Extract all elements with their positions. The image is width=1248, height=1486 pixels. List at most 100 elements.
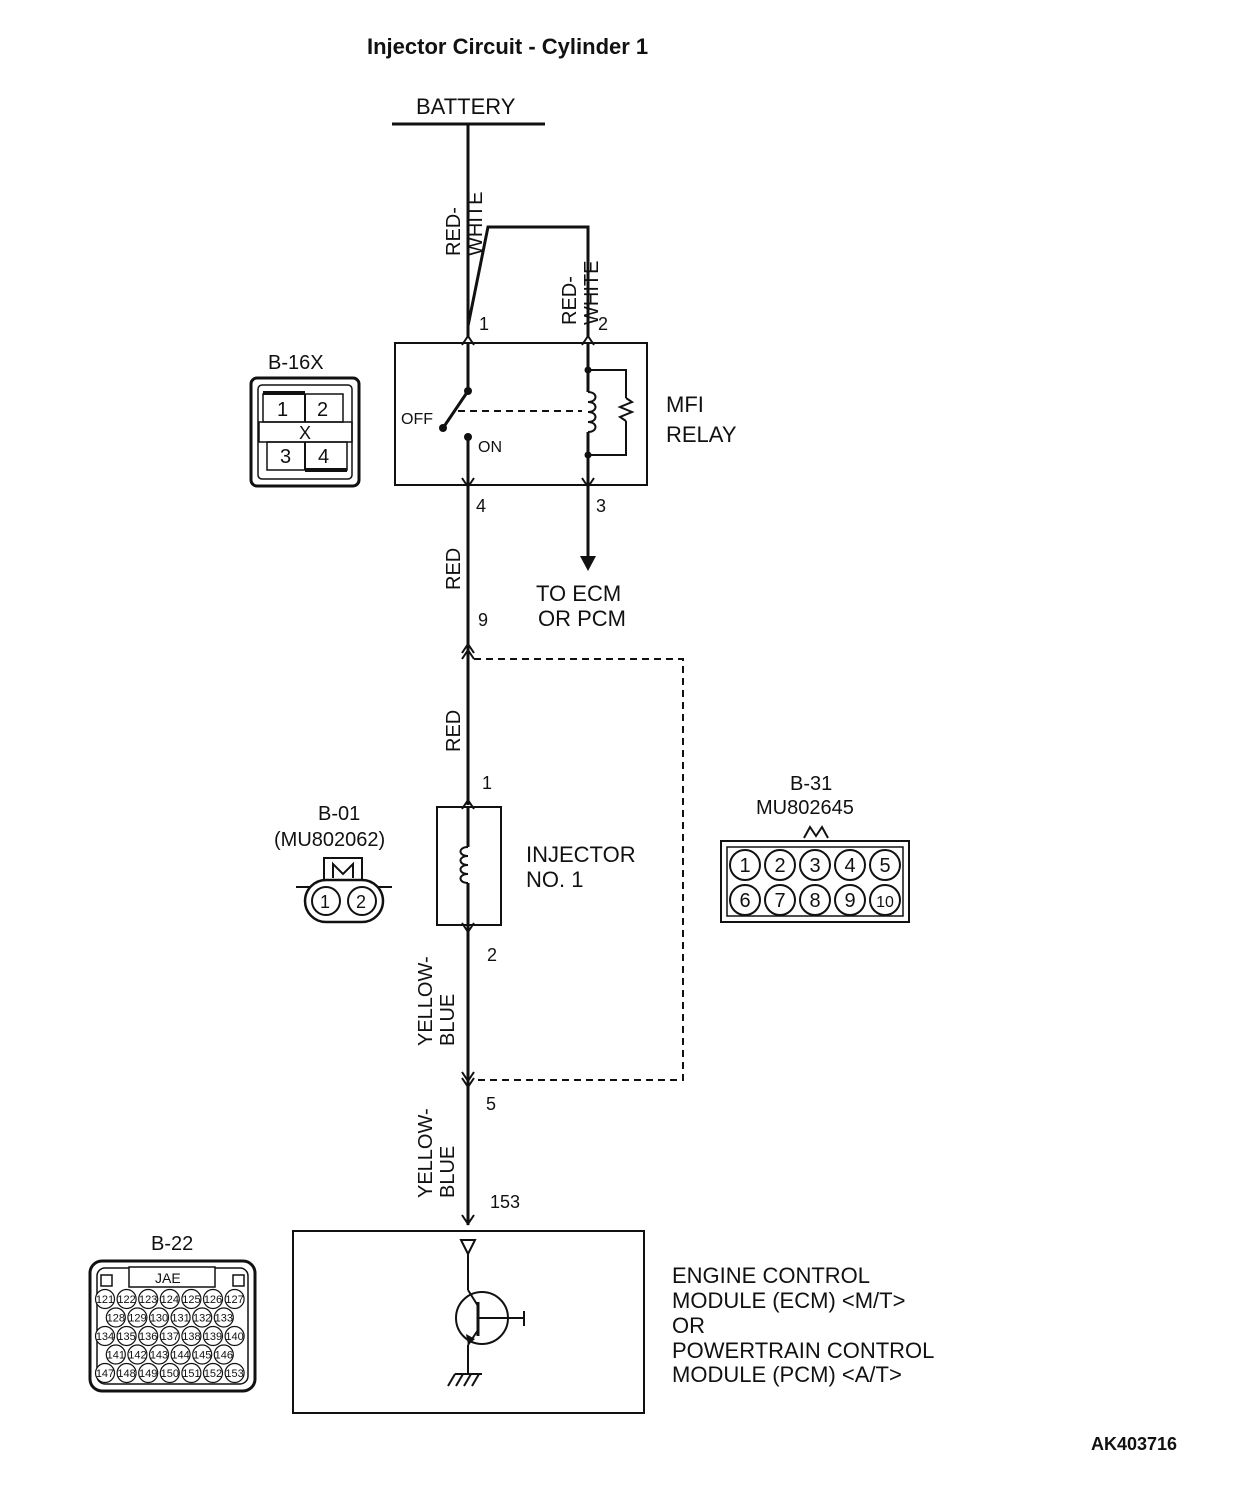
b16x-pin-2: 2 xyxy=(317,399,328,421)
b22-pin-136: 136 xyxy=(139,1331,157,1343)
b22-pin-151: 151 xyxy=(182,1368,200,1380)
b22-pin-149: 149 xyxy=(139,1368,157,1380)
b22-pin-147: 147 xyxy=(96,1368,114,1380)
b22-pin-circle xyxy=(148,1344,170,1365)
b22-pin-circle xyxy=(170,1344,191,1365)
to-ecm-line2: OR PCM xyxy=(538,606,626,631)
b31-pin-9: 9 xyxy=(844,890,855,912)
b22-pin-143: 143 xyxy=(150,1350,168,1362)
b22-pin-circle xyxy=(138,1325,159,1347)
b22-pin-134: 134 xyxy=(96,1331,114,1343)
b22-pin-132: 132 xyxy=(193,1313,211,1325)
b31-pin-circle xyxy=(729,884,761,916)
b22-name: B-22 xyxy=(151,1233,193,1255)
b22-pin-circle xyxy=(213,1307,234,1328)
injector-no1: 1 2 INJECTOR NO. 1 xyxy=(436,773,636,965)
b22-pin-circle xyxy=(224,1288,245,1310)
connector-b01: B-01 (MU802062) 1 2 xyxy=(274,803,392,924)
b31-pin-10: 10 xyxy=(876,894,894,911)
b22-pin-123: 123 xyxy=(139,1294,157,1306)
b22-pin-146: 146 xyxy=(215,1350,233,1362)
b31-pin-circle xyxy=(729,849,761,881)
b22-pin-circle xyxy=(116,1325,137,1347)
b22-pin-circle xyxy=(202,1325,224,1347)
b22-pin-circle xyxy=(105,1307,126,1328)
ecm-label-line1: ENGINE CONTROL xyxy=(672,1263,870,1288)
b22-pin-138: 138 xyxy=(182,1331,200,1343)
b22-pin-circle xyxy=(127,1307,148,1328)
b22-pin-circle xyxy=(105,1344,126,1365)
b31-pin-1: 1 xyxy=(739,855,750,877)
b22-pin-circle xyxy=(159,1288,180,1310)
b31-pin-circle xyxy=(834,849,866,881)
b31-pin-6: 6 xyxy=(739,890,750,912)
b22-pin-125: 125 xyxy=(182,1294,200,1306)
battery: BATTERY xyxy=(392,94,545,126)
b22-pin-circle xyxy=(202,1288,224,1310)
b31-pin-3: 3 xyxy=(809,855,820,877)
b22-pin-140: 140 xyxy=(225,1331,243,1343)
b31-pin-circle xyxy=(799,849,831,881)
b22-pin-circle xyxy=(138,1288,159,1310)
b31-part: MU802645 xyxy=(756,797,854,819)
b31-pin-circle xyxy=(869,884,901,916)
b31-pin-5: 5 xyxy=(879,855,890,877)
b22-pin-130: 130 xyxy=(150,1313,168,1325)
b22-pin-142: 142 xyxy=(128,1350,146,1362)
b01-name: B-01 xyxy=(318,803,360,825)
b31-pin-circle xyxy=(834,884,866,916)
b16x-pin-1: 1 xyxy=(277,399,288,421)
ecm-label-line5: MODULE (PCM) <A/T> xyxy=(672,1362,902,1387)
b31-pin-8: 8 xyxy=(809,890,820,912)
relay-label-line1: MFI xyxy=(666,392,704,417)
injector-pin-2: 2 xyxy=(487,945,497,965)
b22-pin-137: 137 xyxy=(161,1331,179,1343)
b22-pin-127: 127 xyxy=(225,1294,243,1306)
diagram-title: Injector Circuit - Cylinder 1 xyxy=(367,34,648,59)
b01-pin-2: 2 xyxy=(356,892,366,912)
b22-pin-circle xyxy=(213,1344,234,1365)
relay-pin-4: 4 xyxy=(476,496,486,516)
mfi-relay: 1 2 4 3 OFF ON MFI RELAY xyxy=(394,314,737,516)
b22-pin-circle xyxy=(148,1307,170,1328)
ecm-label-line2: MODULE (ECM) <M/T> xyxy=(672,1288,905,1313)
wire-color-yellow-blue-1: YELLOW-BLUE xyxy=(415,956,459,1046)
b22-pin-circle xyxy=(192,1344,213,1365)
b22-pin-153: 153 xyxy=(225,1368,243,1380)
relay-pin-3: 3 xyxy=(596,496,606,516)
b31-pin-7: 7 xyxy=(774,890,785,912)
junction-pin-9: 9 xyxy=(478,610,488,630)
b22-pin-circle xyxy=(138,1362,159,1384)
b22-pin-circle xyxy=(224,1325,245,1347)
b22-pin-124: 124 xyxy=(161,1294,179,1306)
arrow-to-ecm-icon xyxy=(580,556,596,571)
relay-pin-1: 1 xyxy=(479,314,489,334)
b22-pin-148: 148 xyxy=(117,1368,135,1380)
b22-pin-circle xyxy=(94,1325,116,1347)
b22-pin-141: 141 xyxy=(107,1350,125,1362)
b31-pin-2: 2 xyxy=(774,855,785,877)
b22-pin-144: 144 xyxy=(171,1350,189,1362)
connector-b31-dashed-outline xyxy=(474,658,684,1081)
b22-pin-circle xyxy=(192,1307,213,1328)
b22-pin-128: 128 xyxy=(107,1313,125,1325)
battery-label: BATTERY xyxy=(416,94,516,119)
b22-pin-139: 139 xyxy=(204,1331,222,1343)
switch-off-label: OFF xyxy=(401,411,433,428)
b31-pin-4: 4 xyxy=(844,855,855,877)
b22-pin-circle xyxy=(94,1362,116,1384)
b01-part: (MU802062) xyxy=(274,829,385,851)
b31-pin-circle xyxy=(799,884,831,916)
b01-pin-1: 1 xyxy=(320,892,330,912)
b22-pin-circle xyxy=(127,1344,148,1365)
b22-pin-122: 122 xyxy=(117,1294,135,1306)
b22-pin-circle xyxy=(202,1362,224,1384)
b22-pin-circle xyxy=(116,1288,137,1310)
b31-pin-circle xyxy=(764,849,796,881)
wire-color-red-white-1: RED-WHITE xyxy=(443,192,487,256)
b22-pin-circle xyxy=(181,1325,202,1347)
b22-pin-131: 131 xyxy=(171,1313,189,1325)
b22-pin-129: 129 xyxy=(128,1313,146,1325)
